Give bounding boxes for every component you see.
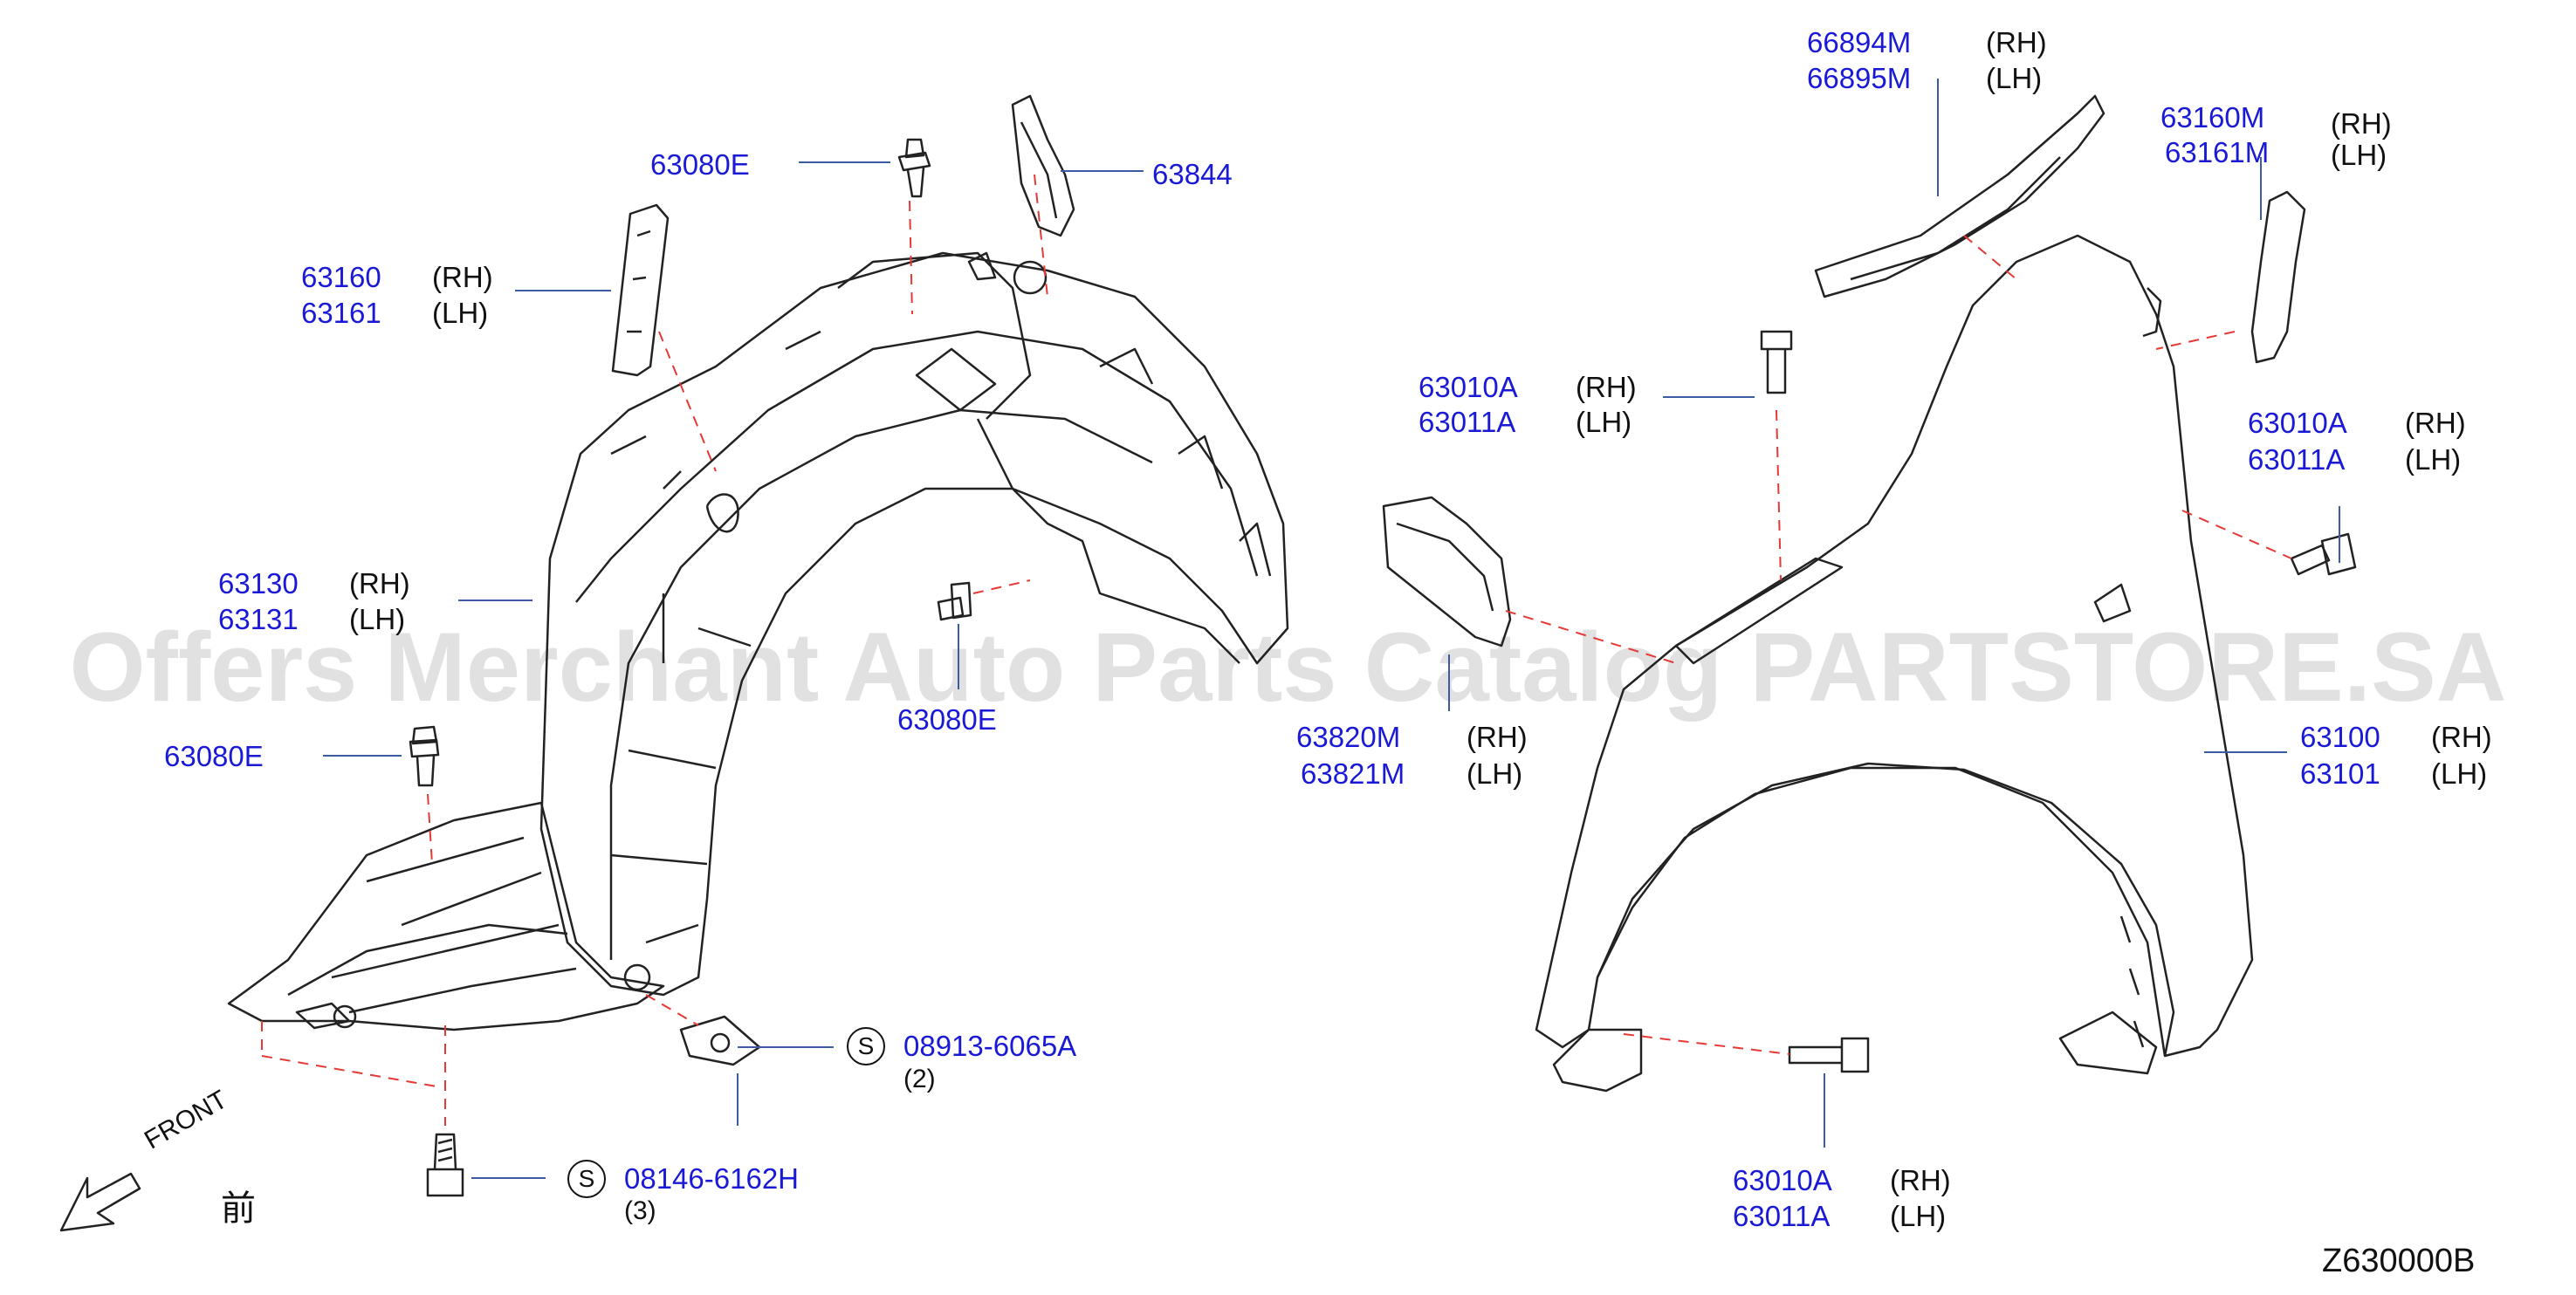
side-rh-63010A-right: (RH) <box>2405 407 2466 439</box>
part-63161M[interactable]: 63161M <box>2165 136 2270 168</box>
part-63080E-top[interactable]: 63080E <box>650 148 750 181</box>
seal-63160-drawing <box>611 203 670 377</box>
standard-part-badge: S <box>847 1027 885 1065</box>
qty-08913: (2) <box>903 1065 936 1093</box>
part-66894M[interactable]: 66894M <box>1807 26 1912 58</box>
side-rh-63100: (RH) <box>2431 721 2492 753</box>
part-63101[interactable]: 63101 <box>2300 757 2380 790</box>
part-63821M[interactable]: 63821M <box>1301 757 1405 790</box>
part-63080E-left[interactable]: 63080E <box>164 740 264 772</box>
clip-63080E-top-drawing <box>897 138 931 198</box>
front-fender-drawing <box>1535 234 2254 1093</box>
bolt-63010A-top-drawing <box>1760 330 1793 394</box>
side-lh-63821M: (LH) <box>1467 757 1523 790</box>
qty-08146: (3) <box>624 1196 656 1225</box>
part-63161[interactable]: 63161 <box>301 297 381 329</box>
splash-guard-drawing <box>1011 94 1075 237</box>
screw-08146-drawing <box>426 1133 464 1197</box>
clip-63080E-left-drawing <box>409 725 440 787</box>
diagram-code: Z630000B <box>2322 1243 2476 1279</box>
fender-liner-drawing <box>539 251 1289 997</box>
seal-63160M-drawing <box>2250 190 2306 364</box>
nut-08913-drawing <box>679 1015 761 1066</box>
side-rh-63130: (RH) <box>349 567 410 600</box>
side-lh-63011A-bottom: (LH) <box>1890 1200 1947 1232</box>
bolt-63010A-bottom-drawing <box>1788 1037 1870 1073</box>
side-rh-63160M: (RH) <box>2331 107 2392 140</box>
part-63100[interactable]: 63100 <box>2300 721 2380 753</box>
side-lh-66895M: (LH) <box>1986 62 2043 94</box>
part-63080E-mid[interactable]: 63080E <box>897 703 997 736</box>
side-lh-63101: (LH) <box>2431 757 2488 790</box>
side-lh-63011A-right: (LH) <box>2405 443 2462 476</box>
part-63010A-right[interactable]: 63010A <box>2248 407 2347 439</box>
undercover-drawing <box>227 801 665 1031</box>
seal-66894M-drawing <box>1814 94 2105 298</box>
part-63130[interactable]: 63130 <box>218 567 299 600</box>
standard-part-badge: S <box>567 1160 606 1198</box>
side-rh-63010A-bottom: (RH) <box>1890 1164 1951 1196</box>
side-lh-63161M: (LH) <box>2331 139 2387 171</box>
side-rh-63010A-top: (RH) <box>1576 371 1637 403</box>
part-08913-6065A[interactable]: 08913-6065A <box>903 1030 1077 1062</box>
side-rh-66894M: (RH) <box>1986 26 2047 58</box>
part-63131[interactable]: 63131 <box>218 603 299 635</box>
part-63844[interactable]: 63844 <box>1152 158 1233 190</box>
part-63011A-bottom[interactable]: 63011A <box>1733 1200 1831 1232</box>
bracket-63820M-drawing <box>1382 496 1512 648</box>
side-lh-63011A-top: (LH) <box>1576 406 1632 438</box>
part-63011A-top[interactable]: 63011A <box>1419 406 1516 438</box>
side-rh-63160: (RH) <box>432 261 493 293</box>
side-rh-63820M: (RH) <box>1467 721 1528 753</box>
side-lh-63161: (LH) <box>432 297 489 329</box>
part-63160M[interactable]: 63160M <box>2160 101 2265 134</box>
part-63160[interactable]: 63160 <box>301 261 381 293</box>
part-63011A-right[interactable]: 63011A <box>2248 443 2346 476</box>
front-kanji: 前 <box>221 1189 256 1228</box>
part-63010A-bottom[interactable]: 63010A <box>1733 1164 1832 1196</box>
side-lh-63131: (LH) <box>349 603 406 635</box>
part-63820M[interactable]: 63820M <box>1296 721 1401 753</box>
front-arrow-icon <box>59 1172 141 1232</box>
clip-63080E-mid-drawing <box>937 581 972 621</box>
part-63010A-top[interactable]: 63010A <box>1419 371 1518 403</box>
part-08146-6162H[interactable]: 08146-6162H <box>624 1162 799 1195</box>
part-66895M[interactable]: 66895M <box>1807 62 1912 94</box>
